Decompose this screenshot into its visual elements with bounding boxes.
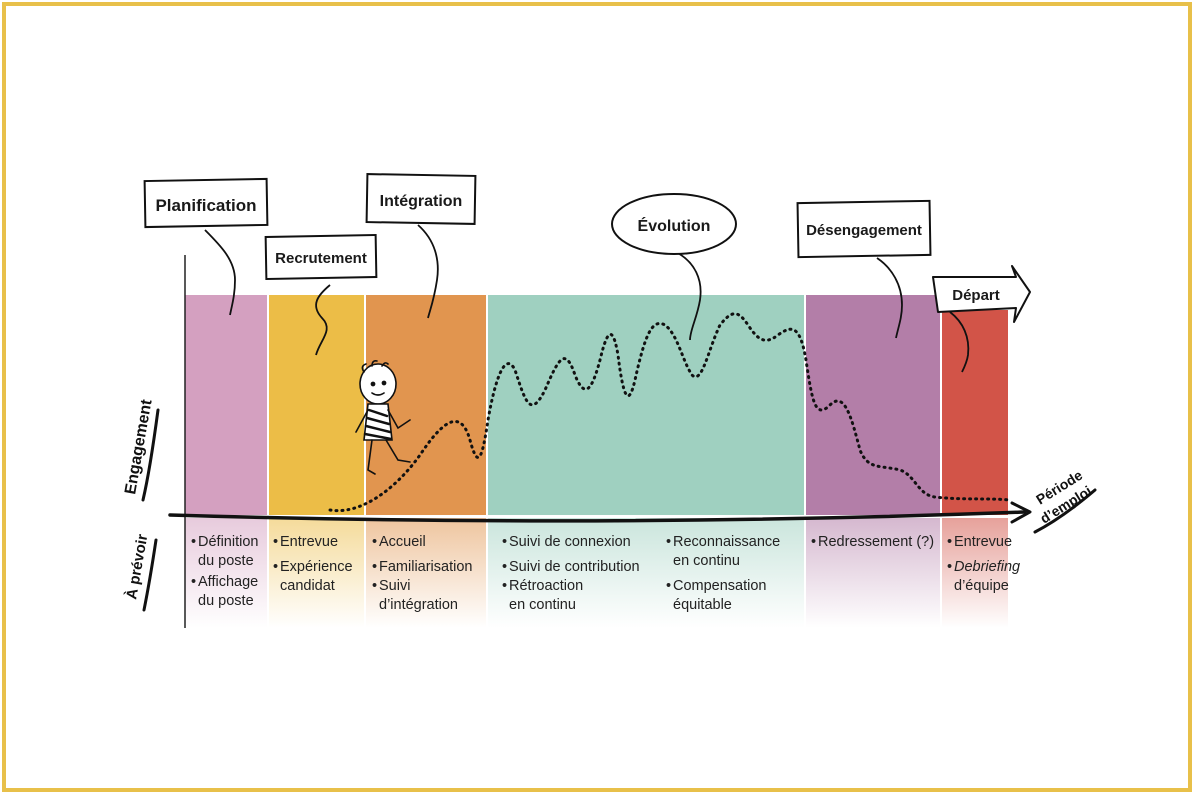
below-axis-label-underline — [142, 538, 158, 612]
prevoir-desengagement: •Redressement (?) — [811, 534, 935, 550]
prevoir-bg-integration — [366, 518, 486, 628]
prevoir-item: Redressement (?) — [818, 534, 935, 550]
label-box-desengagement: Désengagement — [796, 199, 932, 259]
prevoir-item: Debriefing — [954, 559, 1021, 575]
prevoir-item-cont: en continu — [673, 553, 740, 569]
prevoir-item: Accueil — [379, 534, 426, 550]
prevoir-integration: •Accueil •Familiarisation •Suivi d’intég… — [372, 534, 473, 613]
label-recrutement: Recrutement — [275, 250, 367, 267]
engagement-curve — [328, 312, 1012, 513]
prevoir-recrutement: •Entrevue •Expérience candidat — [273, 534, 353, 594]
label-depart: Départ — [952, 287, 1000, 304]
connector-desengagement — [876, 257, 903, 339]
prevoir-item-cont: équitable — [673, 597, 732, 613]
prevoir-item: Familiarisation — [379, 559, 473, 575]
label-box-integration: Intégration — [365, 173, 477, 225]
connector-depart — [949, 311, 970, 373]
phase-column-evolution — [488, 295, 804, 515]
connector-integration — [417, 224, 439, 319]
prevoir-item: Suivi de connexion — [509, 534, 631, 550]
prevoir-evolution-col2: •Reconnaissance en continu •Compensation… — [666, 534, 781, 613]
label-planification: Planification — [155, 196, 256, 215]
label-desengagement: Désengagement — [806, 222, 922, 239]
prevoir-item: Entrevue — [280, 534, 339, 550]
prevoir-item: Reconnaissance — [673, 534, 781, 550]
prevoir-item: Expérience — [280, 559, 353, 575]
phase-column-depart — [942, 310, 1008, 515]
prevoir-item: Définition — [198, 534, 259, 550]
connector-planification — [204, 229, 236, 316]
phase-column-recrutement — [269, 295, 364, 515]
label-integration: Intégration — [380, 193, 463, 210]
prevoir-bg-planification — [185, 518, 267, 628]
label-box-recrutement: Recrutement — [264, 234, 378, 280]
prevoir-item: Suivi — [379, 578, 411, 594]
prevoir-bg-desengagement — [806, 518, 940, 628]
label-evolution: Évolution — [638, 216, 711, 235]
phase-column-desengagement — [806, 295, 940, 515]
prevoir-item: Compensation — [673, 578, 767, 594]
x-axis-arrow — [168, 510, 1027, 523]
connector-evolution — [675, 251, 702, 341]
outer-frame — [2, 2, 1192, 792]
prevoir-item-cont: candidat — [280, 578, 335, 594]
prevoir-item: Entrevue — [954, 534, 1013, 550]
x-axis-label-underline — [1033, 488, 1097, 534]
prevoir-bg-depart — [942, 518, 1008, 628]
y-axis-label-underline — [141, 408, 160, 502]
prevoir-item-cont: en continu — [509, 597, 576, 613]
prevoir-bg-evolution — [488, 518, 804, 628]
prevoir-depart: •Entrevue •Debriefing d’équipe — [947, 534, 1021, 594]
prevoir-planification: •Définition du poste •Affichage du poste — [191, 534, 259, 609]
prevoir-evolution-col1: •Suivi de connexion •Suivi de contributi… — [502, 534, 640, 613]
y-axis-label: Engagement — [122, 398, 156, 496]
connector-recrutement — [315, 284, 331, 356]
prevoir-item-cont: d’équipe — [954, 578, 1009, 594]
prevoir-item: Suivi de contribution — [509, 559, 640, 575]
label-box-planification: Planification — [143, 177, 269, 229]
prevoir-bg-recrutement — [269, 518, 364, 628]
phase-column-planification — [185, 295, 267, 515]
character-illustration — [355, 360, 411, 475]
label-arrow-depart: Départ — [932, 265, 1031, 323]
prevoir-item-cont: du poste — [198, 553, 254, 569]
prevoir-item-cont: du poste — [198, 593, 254, 609]
x-axis-arrowhead — [1010, 501, 1032, 524]
prevoir-item: Affichage — [198, 574, 259, 590]
prevoir-item: Rétroaction — [509, 578, 584, 594]
prevoir-item-cont: d’intégration — [379, 597, 458, 613]
label-oval-evolution: Évolution — [611, 193, 737, 255]
